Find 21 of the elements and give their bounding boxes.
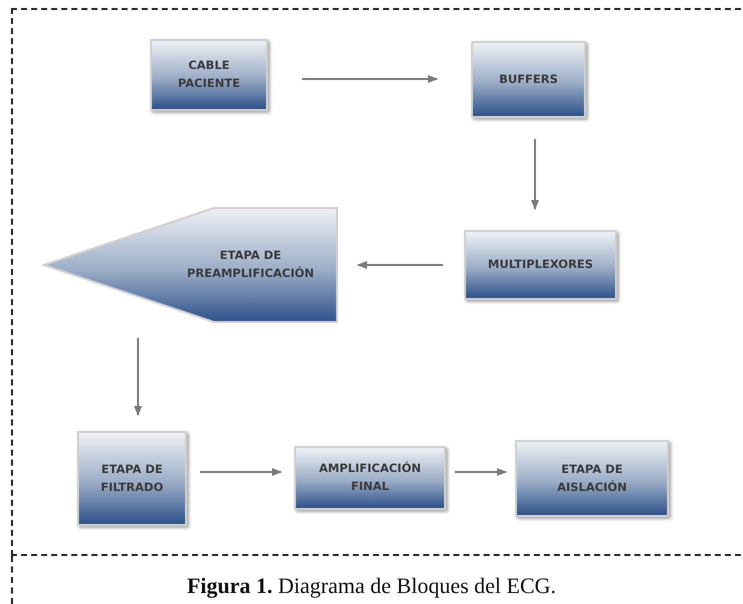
arrow — [531, 139, 539, 210]
block-label: AMPLIFICACIÓN FINAL — [318, 460, 422, 495]
process-box — [515, 440, 669, 517]
pentagon-block — [44, 208, 337, 322]
block-label: ETAPA DE FILTRADO — [100, 460, 164, 496]
arrow — [357, 261, 443, 269]
block-label: ETAPA DE PREAMPLIFICACIÓN — [186, 247, 316, 282]
process-box — [77, 431, 187, 526]
block-label: BUFFERS — [498, 70, 559, 88]
process-box — [294, 446, 446, 510]
process-box — [471, 41, 586, 118]
figure-caption: Figura 1. Diagrama de Bloques del ECG. — [186, 573, 558, 599]
block-label: ETAPA DE AISLACIÓN — [556, 460, 628, 496]
process-box — [464, 230, 617, 300]
block-label: CABLE PACIENTE — [176, 57, 242, 92]
arrow — [200, 468, 282, 476]
process-box — [150, 39, 268, 111]
arrow — [134, 338, 142, 416]
arrow — [302, 75, 438, 83]
block-label: MULTIPLEXORES — [486, 256, 594, 274]
arrow — [455, 468, 507, 476]
